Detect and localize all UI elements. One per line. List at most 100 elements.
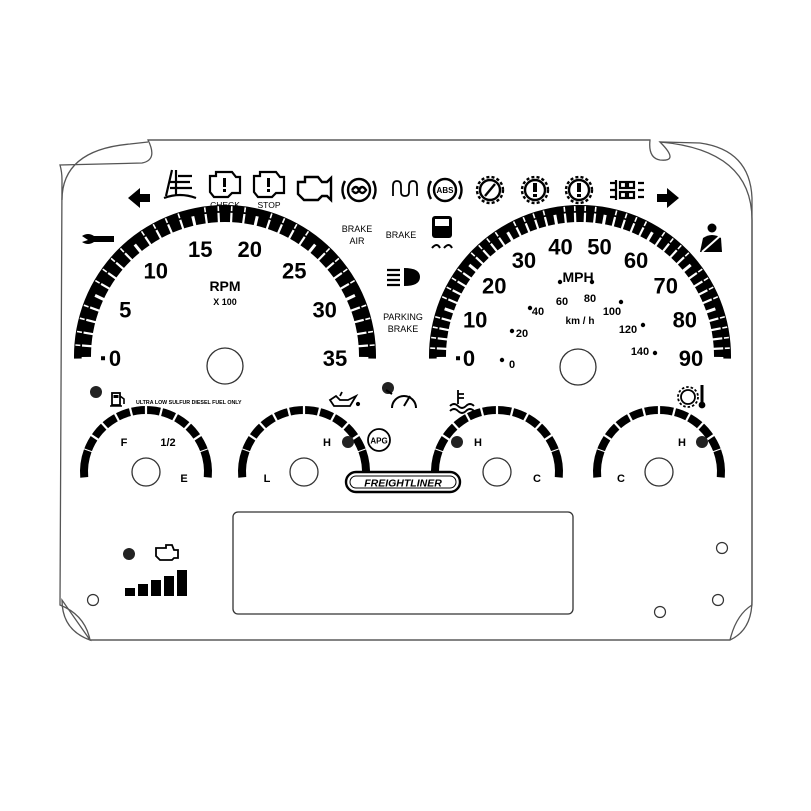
coolant-temp-gauge-tick [464, 412, 471, 422]
check-engine-icon: CHECK [208, 170, 242, 210]
speedometer-tick [542, 210, 546, 216]
fuel-note: ULTRA LOW SULFUR DIESEL FUEL ONLY [136, 400, 242, 406]
tachometer-tick [100, 282, 111, 290]
speedometer-tick [468, 263, 478, 273]
abs-text: ABS [437, 186, 455, 195]
coolant-temp-gauge-scale-band [434, 406, 560, 453]
stop-engine-icon: STOP [252, 170, 286, 210]
speedometer-tick [712, 296, 719, 300]
level-bar [177, 570, 187, 596]
speedometer-km-label: 20 [516, 328, 528, 340]
oil-pressure-gauge-label: H [323, 437, 331, 449]
speedometer-tick-label: 70 [653, 273, 677, 298]
fuel-gauge-tick [172, 412, 179, 422]
wrench-icon [82, 234, 114, 244]
trans-temp-gauge-tick [671, 407, 677, 417]
oil-pressure-gauge-label: L [264, 473, 271, 485]
speedometer-tick [712, 337, 723, 341]
speedometer-tick-label: 10 [463, 307, 487, 332]
speedometer-tick [432, 326, 438, 329]
brake-circle-icon [341, 177, 377, 203]
speedometer-hub-hole [559, 348, 597, 386]
speedometer-tick [441, 317, 452, 323]
oil-pressure-gauge-tick [271, 412, 278, 422]
speedometer-tick [703, 277, 709, 282]
speedometer-tick [684, 252, 690, 257]
fuel-pump-icon [110, 392, 125, 407]
speedometer-tick [713, 347, 724, 351]
speedometer-tick [693, 280, 703, 288]
oil-hub-hole [289, 457, 319, 487]
coolant-temp-gauge-label: C [533, 473, 541, 485]
fuel-gauge-label: F [121, 437, 128, 449]
engine-brake-indicator-dot [123, 548, 135, 560]
stop-label: STOP [258, 200, 281, 210]
speedometer-tick [682, 263, 692, 273]
tachometer-tick [94, 279, 101, 284]
panel-outline-inner [61, 139, 753, 642]
speedometer-tick [669, 249, 678, 259]
speedometer-tick [494, 231, 499, 237]
speedometer-km-label: 0 [509, 359, 515, 371]
tachometer-tick [140, 230, 145, 236]
telltale-row: CHECK STOP ABS [128, 169, 679, 210]
mounting-hole [86, 593, 100, 607]
right-turn-arrow-icon [657, 188, 679, 208]
tachometer-tick [345, 294, 356, 301]
engine-icon [296, 175, 333, 203]
kmh-unit: km / h [566, 316, 595, 327]
brake-label: BRAKE [386, 230, 417, 240]
speedometer-km-dot [589, 279, 595, 285]
tachometer-tick [339, 282, 350, 290]
abs-icon: ABS [427, 177, 463, 203]
speedometer-km-label: 80 [584, 293, 596, 305]
warning-circle-icon-1 [520, 175, 550, 205]
rpm-subtitle: X 100 [213, 297, 237, 307]
trans-temp-gauge-tick [696, 421, 705, 431]
oil-pressure-gauge-tick [248, 433, 257, 441]
tachometer-tick-label: 20 [238, 237, 262, 262]
coolant-temp-icon [449, 390, 475, 414]
oil-pressure-gauge-scale-band [237, 449, 250, 478]
coolant-temp-gauge-label: H [474, 437, 482, 449]
speedometer-tick [563, 213, 567, 224]
coolant-temp-gauge-scale-band [431, 449, 443, 478]
speedometer-tick [462, 272, 472, 280]
level-bar [138, 584, 148, 596]
oil-indicator-dot [342, 436, 354, 448]
speedometer-tick [522, 216, 526, 223]
tachometer-tick [333, 272, 343, 280]
speedometer-tick [662, 243, 670, 253]
coolant-indicator-dot [451, 436, 463, 448]
speedometer-tick [661, 231, 666, 237]
tachometer-tick [293, 223, 298, 230]
trans-temp-gauge-scale-band [713, 449, 726, 478]
speedometer-tick [441, 296, 448, 300]
tachometer-tick [242, 213, 246, 224]
trans-temp-gauge-tick [712, 448, 722, 454]
trans-temp-gauge-scale-band [593, 449, 605, 478]
speedometer-tick [722, 326, 728, 329]
tachometer-tick [349, 279, 356, 284]
engine-fan-icon [163, 169, 197, 200]
oil-pressure-gauge-tick [258, 421, 267, 431]
cruise-control-icon [385, 389, 417, 409]
fuel-gauge-tick [128, 407, 134, 417]
speedometer-tick [543, 216, 549, 227]
speedometer-dot [456, 356, 461, 361]
tachometer-tick [191, 215, 197, 227]
fuel-gauge-label: E [180, 473, 187, 485]
tachometer-tick [204, 213, 208, 224]
tachometer-tick [243, 207, 247, 213]
speedometer-tick-label: 40 [548, 235, 572, 260]
mounting-hole [653, 605, 667, 619]
apg-text: APG [370, 437, 387, 446]
speedometer-tick [708, 317, 719, 323]
trans-temp-gauge-label: C [617, 473, 625, 485]
apg-indicator-dot [382, 382, 394, 394]
trans-temp-gauge-tick [626, 412, 633, 422]
tachometer-tick-label: 5 [119, 298, 131, 323]
tachometer-tick [152, 223, 157, 230]
